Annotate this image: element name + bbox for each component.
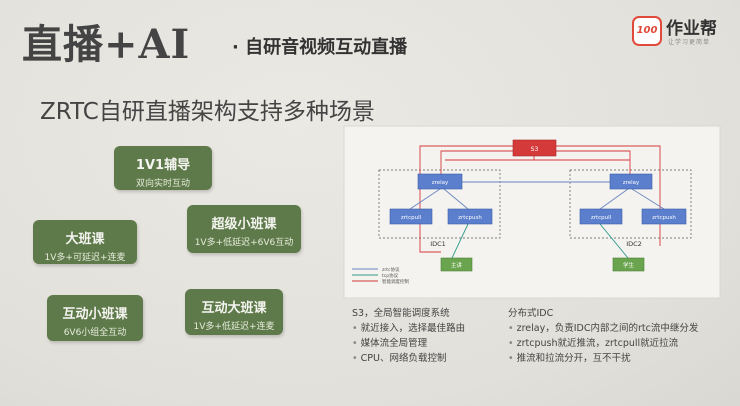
legend-tcp-label: tcp协议 <box>382 272 399 279</box>
idc1-relay-node <box>417 173 463 190</box>
s3-node <box>512 139 557 157</box>
idc2-pull-node <box>579 208 623 225</box>
s3-to-relay1-line <box>440 150 513 174</box>
scenario-title: 互动小班课 <box>62 307 128 322</box>
idc1-push-label: zrtcpush <box>458 215 482 221</box>
pull-to-student-line <box>599 223 629 259</box>
notes-s3-item: 媒体流全局管理 <box>352 336 465 351</box>
scenario-desc: 1V多+低延迟+6V6互动 <box>194 238 294 248</box>
scenario-title: 大班课 <box>65 232 105 247</box>
relay2-push-line <box>631 188 665 210</box>
idc2-relay-node <box>609 173 653 190</box>
scenario-desc: 1V多+低延迟+连麦 <box>193 322 275 332</box>
slide-title: 直播+AI <box>22 21 191 68</box>
notes-idc-item: 推流和拉流分开，互不干扰 <box>508 351 698 366</box>
host-to-push-line <box>451 223 469 259</box>
relay1-pull-line <box>409 188 441 210</box>
s3-to-idc1-line <box>419 145 513 253</box>
scenario-card-1v1: 1V1辅导 双向实时互动 <box>114 146 212 190</box>
notes-s3-item: 就近接入，选择最佳路由 <box>352 321 466 336</box>
client-lines <box>451 223 629 259</box>
notes-idc-item: zrelay，负责IDC内部之间的rtc流中继分发 <box>508 321 699 336</box>
idc2-label: IDC2 <box>626 240 642 248</box>
idc2-pull-label: zrtcpull <box>591 215 612 221</box>
scenario-title: 超级小班课 <box>211 217 277 232</box>
legend-control-label: 智能调度控制 <box>382 278 409 285</box>
relay1-push-line <box>443 188 469 210</box>
diagram-legend: zrtc协议 tcp协议 智能调度控制 <box>352 266 409 285</box>
relay-lines <box>409 181 665 210</box>
logo-mark-icon: 100 <box>632 16 662 46</box>
logo-slogan: 让学习更简单 <box>668 39 711 46</box>
notes-idc: 分布式IDC zrelay，负责IDC内部之间的rtc流中继分发 zrtcpus… <box>508 306 698 366</box>
host-client-node <box>440 257 473 272</box>
idc2-region <box>569 169 692 239</box>
idc1-push-node <box>447 208 493 225</box>
section-heading: ZRTC自研直播架构支持多种场景 <box>40 99 375 125</box>
student-client-node <box>612 257 645 272</box>
logo: 100 作业帮 让学习更简单 <box>632 12 728 52</box>
notes-s3-title: S3，全局智能调度系统 <box>352 308 450 319</box>
scenario-desc: 双向实时互动 <box>135 179 190 189</box>
notes-s3: S3，全局智能调度系统 就近接入，选择最佳路由 媒体流全局管理 CPU、网络负载… <box>352 306 465 366</box>
relay2-pull-line <box>599 188 629 210</box>
idc2-push-node <box>641 208 687 225</box>
slide-subtitle: · 自研音视频互动直播 <box>232 37 408 58</box>
idc1-label: IDC1 <box>430 240 446 248</box>
scenario-title: 互动大班课 <box>201 301 267 316</box>
idc2-push-label: zrtcpush <box>652 215 676 221</box>
scenario-card-interactive-small-class: 互动小班课 6V6小组全互动 <box>47 295 143 341</box>
scenario-desc: 6V6小组全互动 <box>63 328 127 338</box>
notes-s3-item: CPU、网络负载控制 <box>352 351 465 366</box>
idc1-pull-label: zrtcpull <box>401 215 422 221</box>
notes-idc-title: 分布式IDC <box>508 308 554 319</box>
idc1-pull-node <box>389 208 433 225</box>
host-client-label: 主讲 <box>451 261 463 269</box>
legend-zrtc-label: zrtc协议 <box>382 266 400 273</box>
logo-name: 作业帮 <box>666 19 717 39</box>
idc2-relay-label: zrelay <box>623 180 640 186</box>
scenario-card-super-small-class: 超级小班课 1V多+低延迟+6V6互动 <box>187 205 301 253</box>
scenario-card-large-class: 大班课 1V多+可延迟+连麦 <box>33 220 137 264</box>
scenario-title: 1V1辅导 <box>135 158 191 173</box>
student-client-label: 学生 <box>623 261 635 269</box>
idc1-region <box>378 169 501 239</box>
s3-to-relay2-line <box>556 150 631 174</box>
scenario-desc: 1V多+可延迟+连麦 <box>44 253 126 263</box>
notes-idc-item: zrtcpush就近推流，zrtcpull就近拉流 <box>508 336 698 351</box>
idc1-relay-label: zrelay <box>432 180 449 186</box>
scenario-card-interactive-large-class: 互动大班课 1V多+低延迟+连麦 <box>185 289 283 335</box>
s3-node-label: S3 <box>531 146 539 153</box>
